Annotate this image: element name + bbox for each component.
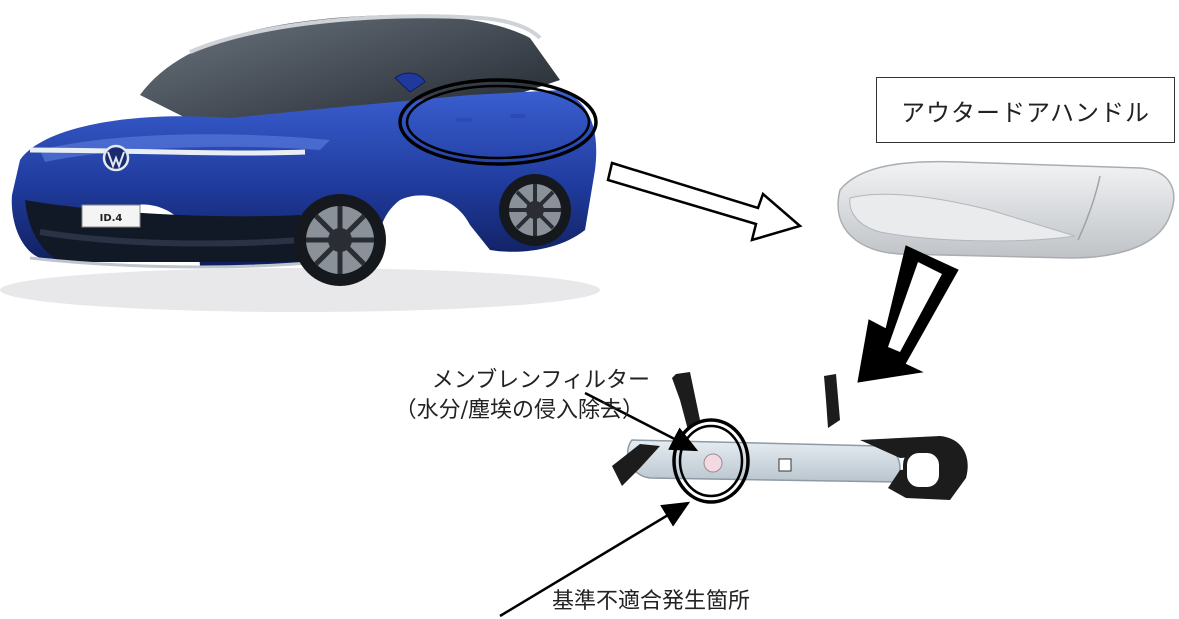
membrane-filter-description: （水分/塵埃の侵入除去）	[394, 398, 644, 423]
defect-location-leader	[499, 501, 691, 618]
front-wheel	[294, 194, 386, 286]
outer-door-handle-text: アウタードアハンドル	[900, 98, 1151, 127]
rear-wheel	[499, 174, 571, 246]
membrane-filter-label: メンブレンフィルター	[431, 368, 650, 393]
car-illustration: ID.4	[0, 14, 600, 312]
arrow-car-to-handle	[606, 161, 803, 242]
outer-door-handle-image	[837, 160, 1175, 259]
defect-location-label: 基準不適合発生箇所	[552, 589, 751, 614]
door-handle-highlight-ring	[398, 78, 598, 166]
license-plate-text: ID.4	[100, 213, 123, 224]
handle-bracket-assembly	[612, 372, 968, 504]
membrane-filter-leader	[584, 391, 699, 452]
membrane-filter-highlight-ring	[672, 418, 750, 504]
outer-door-handle-label: アウタードアハンドル	[876, 77, 1175, 143]
